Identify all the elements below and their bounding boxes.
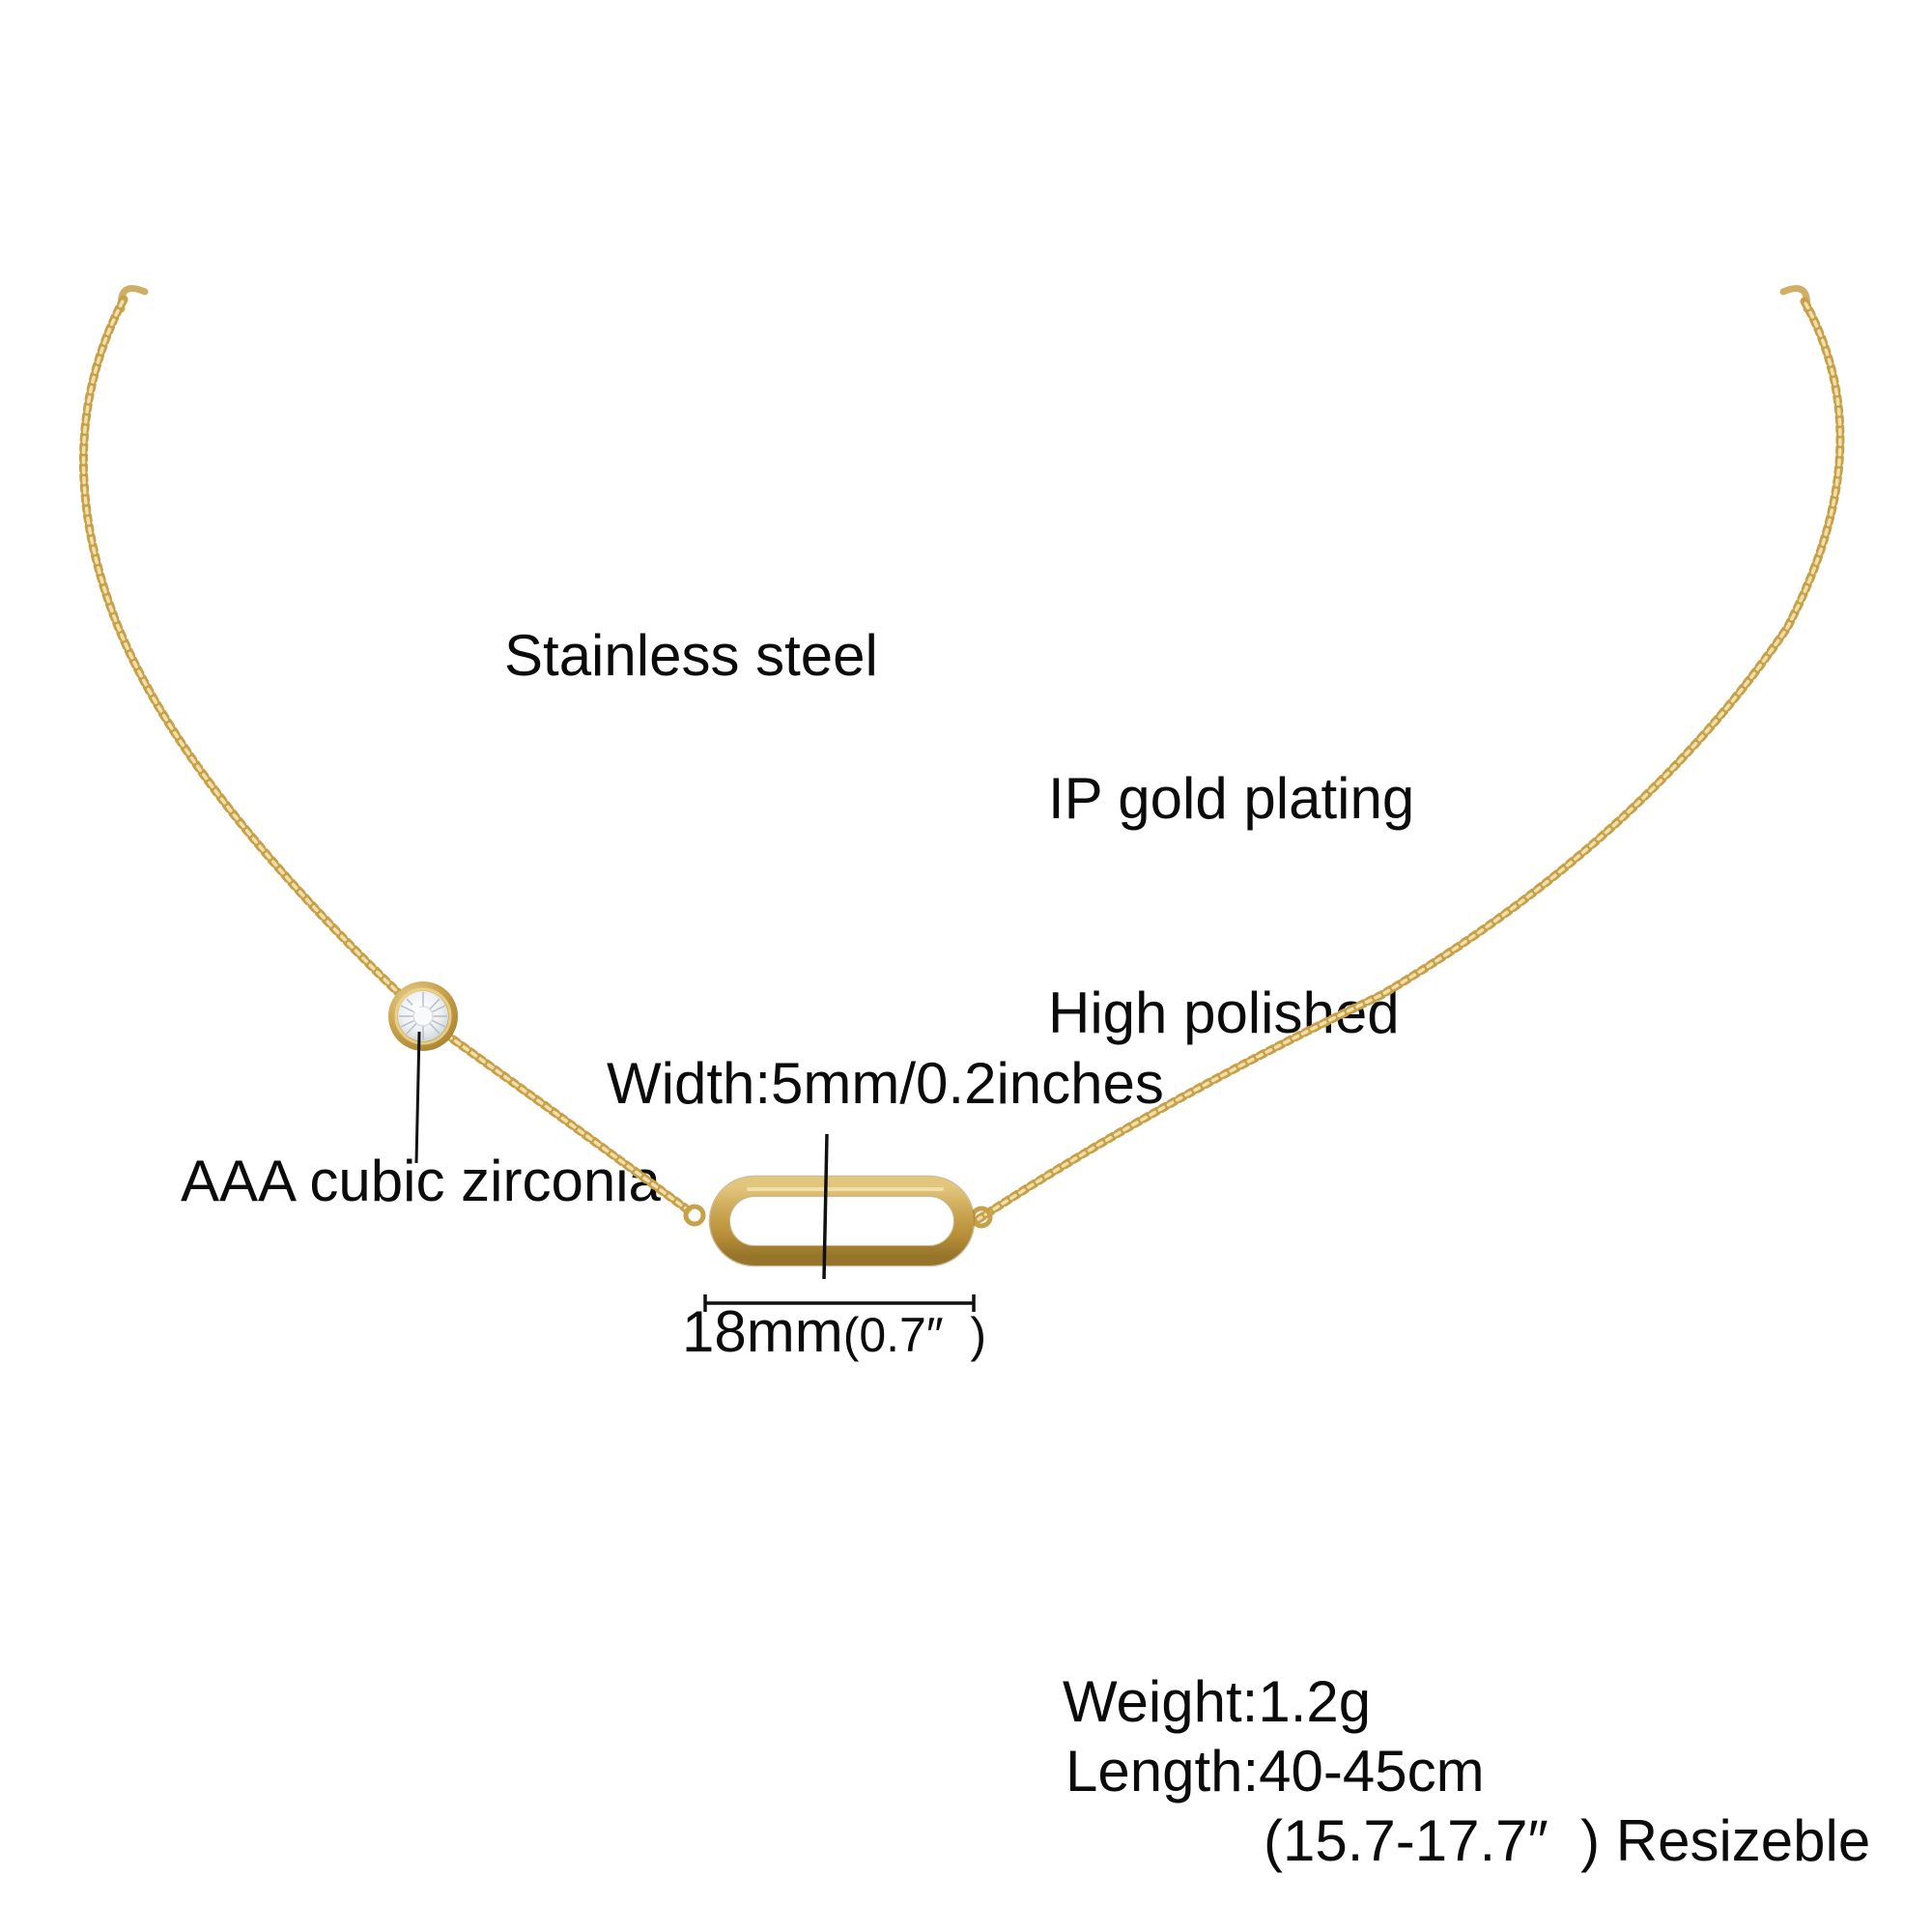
pendant-measure-line <box>703 1294 976 1312</box>
jump-ring-left <box>683 1204 706 1227</box>
stone-leader-line <box>414 1031 421 1164</box>
pendant-size-inches: (0.7″ ) <box>842 1308 986 1362</box>
plating-line-2: High polished <box>1048 980 1400 1045</box>
plating-line-1: IP gold plating <box>1048 766 1415 831</box>
material-label: Stainless steel <box>504 623 878 688</box>
chain-right <box>974 285 1845 1224</box>
length-label: Length:40-45cm <box>1065 1739 1485 1804</box>
width-label: Width:5mm/0.2inches <box>607 1051 1164 1116</box>
oval-link-pendant <box>708 1175 976 1267</box>
pendant-size-mm: 18mm <box>682 1299 843 1364</box>
weight-label: Weight:1.2g <box>1063 1669 1372 1734</box>
chain-left <box>79 285 428 1021</box>
width-leader-line <box>822 1133 829 1280</box>
plating-label: IP gold plating High polished <box>1048 620 1414 1192</box>
resizable-label: (15.7-17.7″ ) Resizeble <box>1264 1808 1871 1873</box>
cz-stone <box>388 981 458 1051</box>
pendant-size-label: 18mm(0.7″ ) <box>682 1296 986 1371</box>
chain-center <box>424 1017 695 1216</box>
stone-label: AAA cubic zirconia <box>181 1149 661 1213</box>
